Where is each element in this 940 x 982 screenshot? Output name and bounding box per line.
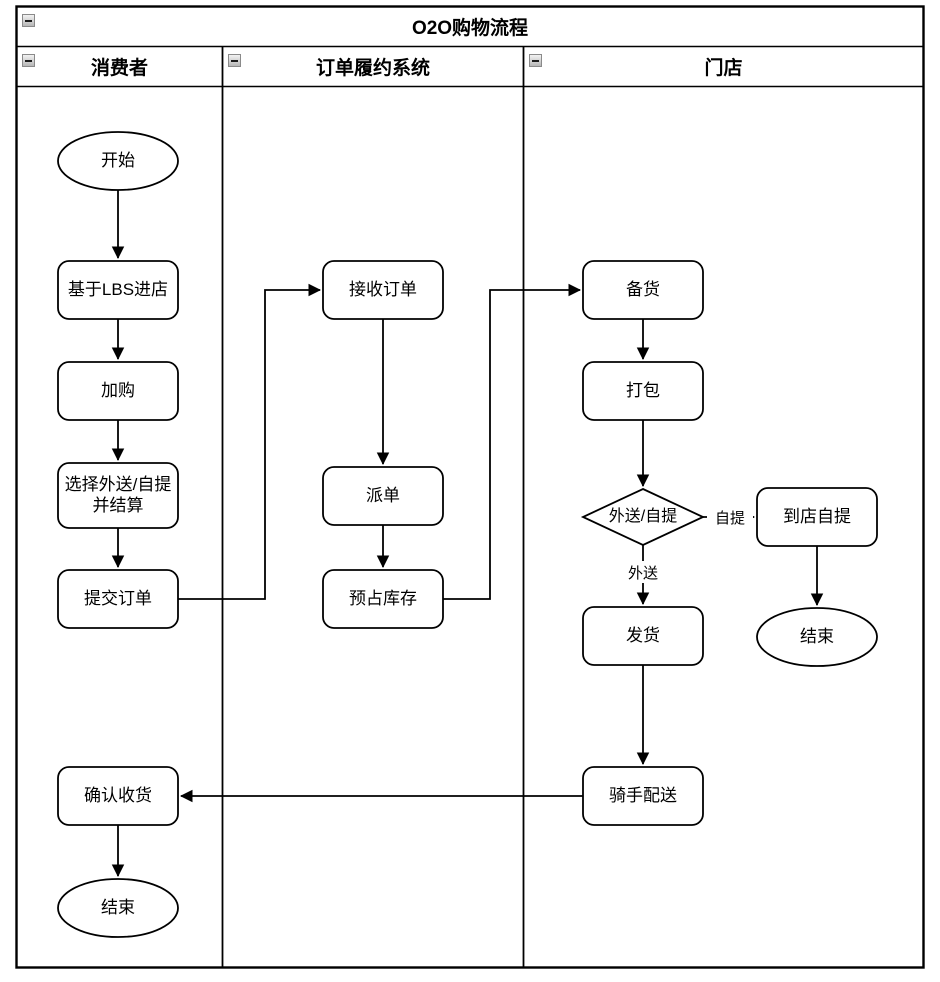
node-end-consumer[interactable]: [57, 878, 179, 938]
node-confirm[interactable]: [57, 766, 179, 826]
node-lbs[interactable]: [57, 260, 179, 320]
node-pickup[interactable]: [756, 487, 878, 547]
node-addcart[interactable]: [57, 361, 179, 421]
node-receive[interactable]: [322, 260, 444, 320]
node-end-store[interactable]: [756, 607, 878, 667]
edge-reserve-prepare: [443, 283, 582, 600]
edge-submit-receive: [178, 283, 322, 600]
node-pack[interactable]: [582, 361, 704, 421]
node-reserve[interactable]: [322, 569, 444, 629]
node-dispatch[interactable]: [322, 466, 444, 526]
node-start[interactable]: [57, 131, 179, 191]
node-choose[interactable]: [57, 462, 179, 529]
edge-label-delivery: 外送: [620, 561, 666, 583]
pool-title: O2O购物流程: [411, 18, 529, 39]
edge-label-self-pickup: 自提: [707, 505, 753, 529]
node-submit[interactable]: [57, 569, 179, 629]
lane-collapse-icon-store[interactable]: [529, 54, 542, 67]
lane-collapse-icon-consumer[interactable]: [22, 54, 35, 67]
lane-title-consumer: 消费者: [90, 58, 148, 79]
node-rider[interactable]: [582, 766, 704, 826]
pool-collapse-icon[interactable]: [22, 14, 35, 27]
lane-title-oms: 订单履约系统: [315, 58, 430, 79]
lane-collapse-icon-oms[interactable]: [228, 54, 241, 67]
node-ship[interactable]: [582, 606, 704, 666]
node-prepare[interactable]: [582, 260, 704, 320]
lane-title-store: 门店: [704, 58, 743, 79]
